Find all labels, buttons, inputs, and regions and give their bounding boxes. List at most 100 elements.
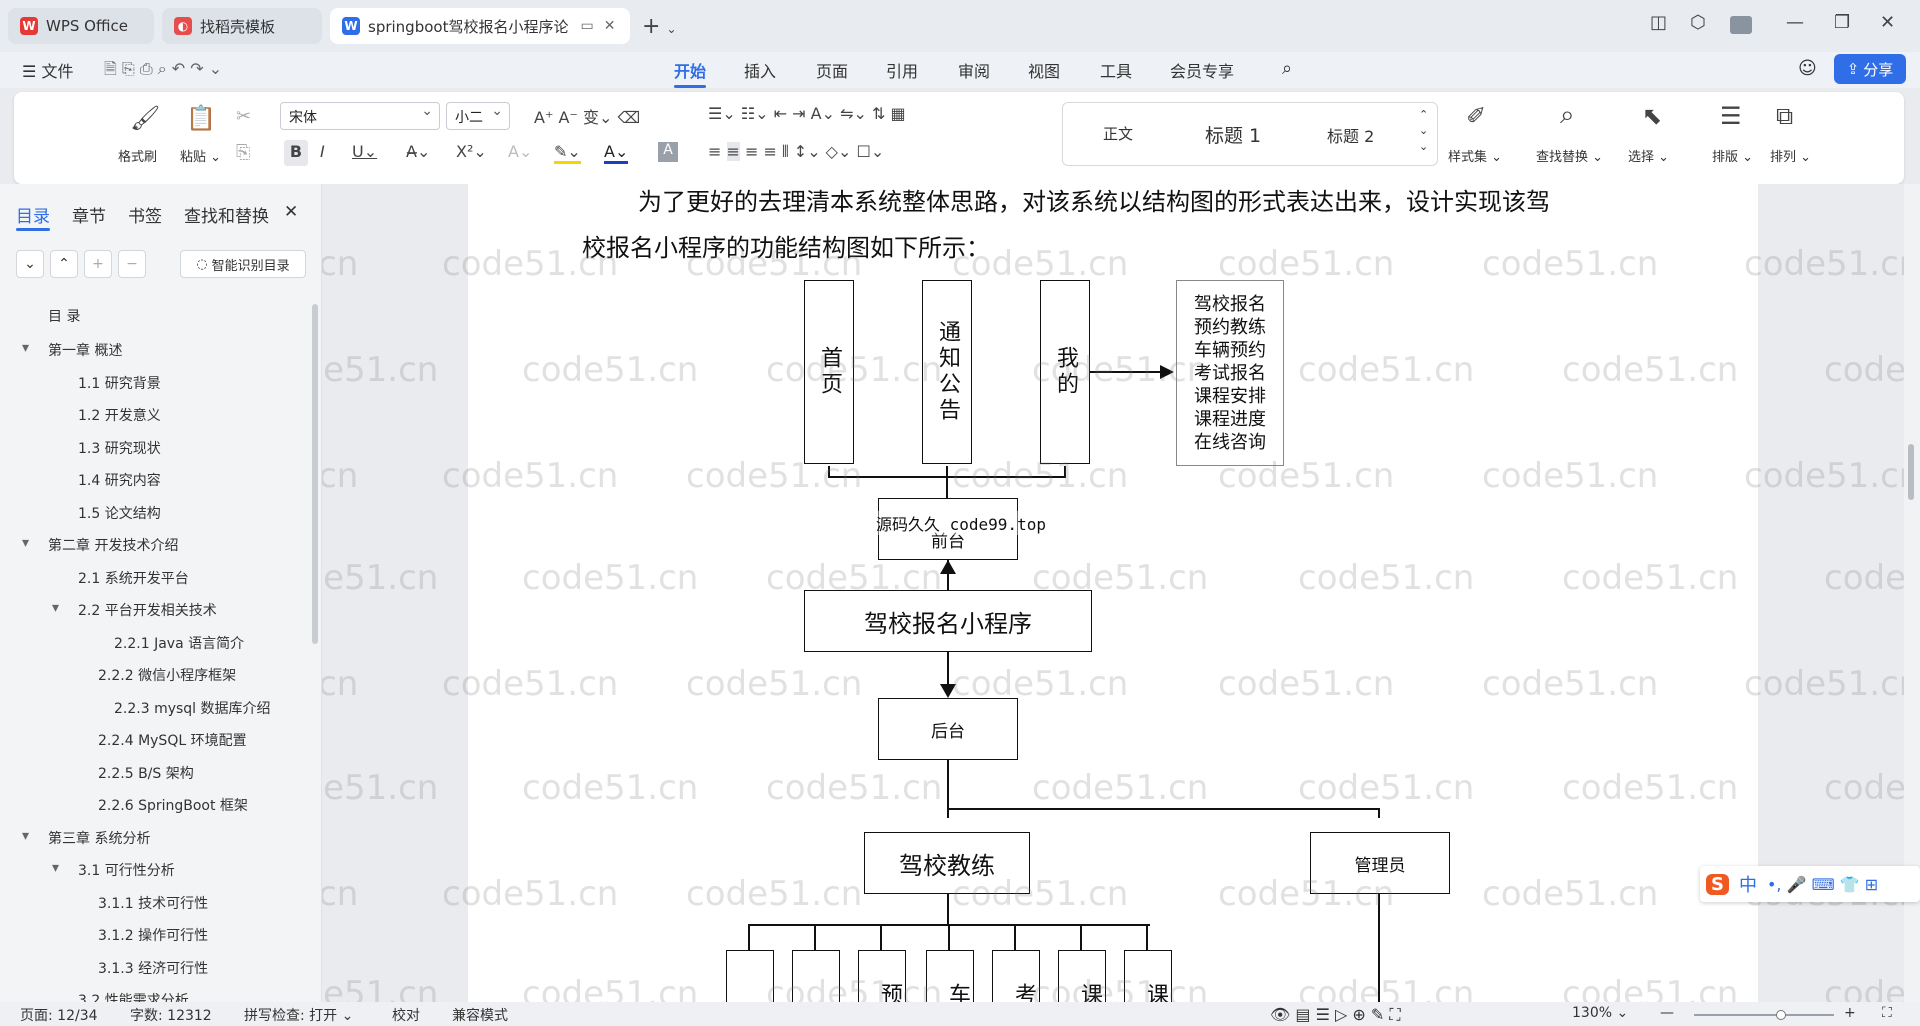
toc-item[interactable]: 2.2.1 Java 语言简介: [114, 635, 245, 652]
diagram-node-admin[interactable]: 管理员: [1310, 832, 1450, 894]
format-painter-icon[interactable]: 🖌: [130, 104, 161, 132]
strikethrough-button[interactable]: A̶⌄: [406, 142, 431, 161]
toc-item[interactable]: 1.3 研究现状: [78, 440, 161, 457]
toc-item[interactable]: 2.2.6 SpringBoot 框架: [98, 798, 248, 814]
share-button[interactable]: ⇪分享: [1834, 54, 1906, 84]
chat-icon[interactable]: ☺: [1798, 58, 1817, 79]
tab-wps-office[interactable]: W WPS Office: [8, 8, 154, 44]
highlight-button[interactable]: ✎⌄: [554, 142, 581, 164]
underline-button[interactable]: U⌄: [352, 142, 378, 161]
format-painter-label[interactable]: 格式刷: [118, 150, 158, 165]
toc-item[interactable]: 1.2 开发意义: [78, 408, 161, 424]
sidebar-toggle-icon[interactable]: ◫: [1650, 12, 1668, 33]
arrange-icon[interactable]: ⧉: [1776, 102, 1794, 130]
select-label[interactable]: 选择 ⌄: [1628, 150, 1670, 165]
ime-toolbar[interactable]: S 中 •, 🎤 ⌨ 👕 ⊞: [1700, 866, 1920, 902]
word-count[interactable]: 字数: 12312: [130, 1008, 212, 1024]
collapse-up-button[interactable]: ⌃: [50, 250, 78, 278]
select-cursor-icon[interactable]: ⬉: [1642, 102, 1663, 130]
menu-insert[interactable]: 插入: [744, 62, 777, 81]
menu-reference[interactable]: 引用: [886, 62, 919, 81]
toc-item[interactable]: 3.1 可行性分析: [78, 863, 175, 879]
toc-toggle-icon[interactable]: ▾: [52, 860, 60, 876]
cube-icon[interactable]: ⬡: [1690, 12, 1706, 33]
copy-icon[interactable]: ⎘: [236, 142, 251, 163]
zoom-slider-knob[interactable]: [1775, 1010, 1786, 1020]
tab-toc[interactable]: 目录: [16, 207, 50, 227]
layout-icon[interactable]: ☰: [1720, 102, 1742, 130]
toc-item[interactable]: 3.1.3 经济可行性: [98, 960, 209, 977]
toc-toggle-icon[interactable]: ▾: [52, 600, 60, 616]
toc-item[interactable]: 2.1 系统开发平台: [78, 570, 189, 587]
minimize-icon[interactable]: —: [1786, 12, 1804, 33]
ime-mode[interactable]: 中: [1738, 875, 1757, 896]
diagram-node-coach[interactable]: 驾校教练: [864, 832, 1030, 894]
style-normal[interactable]: 正文: [1103, 125, 1134, 143]
menu-home[interactable]: 开始: [674, 58, 707, 88]
diagram-feature-list[interactable]: 驾校报名预约教练车辆预约考试报名课程安排课程进度在线咨询: [1176, 280, 1284, 466]
toc-item[interactable]: 3.1.1 技术可行性: [98, 895, 209, 912]
diagram-node-mine[interactable]: 我的: [1040, 280, 1090, 464]
diagram-node-coach-feature[interactable]: 课: [1058, 950, 1106, 1002]
avatar[interactable]: [1730, 16, 1752, 34]
tab-bookmark[interactable]: 书签: [128, 207, 162, 227]
bold-button[interactable]: B: [284, 140, 308, 166]
remove-item-button[interactable]: −: [118, 250, 146, 278]
paragraph-tools-row1[interactable]: ☰⌄ ☷⌄ ⇤ ⇥ A⌄ ⇋⌄ ⇅ ▦: [708, 104, 906, 123]
tab-chapter[interactable]: 章节: [72, 207, 106, 227]
menu-file[interactable]: ☰ 文件: [22, 62, 74, 81]
smart-toc-button[interactable]: ◌智能识别目录: [180, 250, 306, 278]
quick-tools[interactable]: 🗎 ⎘ ⎙ ⌕ ↶ ↷ ⌄: [104, 59, 223, 78]
tab-template[interactable]: ◐ 找稻壳模板: [162, 8, 322, 44]
view-mode-icons[interactable]: 👁 ▤ ☰ ▷ ⊕ ✎ ⛶: [1270, 1005, 1401, 1024]
toc-item[interactable]: 2.2.4 MySQL 环境配置: [98, 733, 247, 749]
body-paragraph-line-1[interactable]: 为了更好的去理清本系统整体思路，对该系统以结构图的形式表达出来，设计实现该驾: [638, 188, 1550, 216]
toc-item[interactable]: 2.2.5 B/S 架构: [98, 765, 194, 782]
zoom-out-button[interactable]: —: [1660, 1005, 1674, 1021]
close-pane-icon[interactable]: ✕: [284, 202, 299, 222]
diagram-node-coach-feature[interactable]: 预: [858, 950, 906, 1002]
toc-item[interactable]: 第一章 概述: [48, 343, 123, 359]
proofread-button[interactable]: 校对: [392, 1008, 420, 1024]
toc-toggle-icon[interactable]: ▾: [22, 827, 30, 844]
diagram-node-coach-feature[interactable]: 考: [992, 950, 1040, 1002]
screen-icon[interactable]: ▭: [580, 18, 594, 34]
close-window-icon[interactable]: ✕: [1880, 12, 1896, 33]
style-scroll-icon[interactable]: ⌃⌄⌄: [1419, 108, 1429, 153]
menu-member[interactable]: 会员专享: [1170, 62, 1235, 81]
diagram-node-home[interactable]: 首页: [804, 280, 854, 464]
fullscreen-icon[interactable]: ⛶: [1882, 1005, 1892, 1021]
toc-item[interactable]: 2.2 平台开发相关技术: [78, 603, 217, 619]
toc-toggle-icon[interactable]: ▾: [22, 340, 30, 356]
toc-item[interactable]: 1.5 论文结构: [78, 505, 161, 522]
toc-item[interactable]: 第三章 系统分析: [48, 830, 151, 847]
tab-document[interactable]: W springboot驾校报名小程序论 ▭ ✕: [330, 8, 630, 44]
find-replace-label[interactable]: 查找替换 ⌄: [1536, 150, 1604, 165]
paragraph-tools-row2[interactable]: ≡ ≡ ≡ ≡ ⫴ ↕⌄ ◇⌄ ☐⌄: [708, 142, 885, 161]
toc-item[interactable]: 1.4 研究内容: [78, 473, 161, 489]
vertical-scrollbar[interactable]: [1904, 184, 1920, 1002]
new-tab-button[interactable]: +⌄: [642, 14, 677, 39]
text-effect-button[interactable]: A⌄: [508, 142, 533, 161]
paste-label[interactable]: 粘贴 ⌄: [180, 150, 222, 165]
menu-review[interactable]: 审阅: [958, 62, 991, 81]
font-grow-icon[interactable]: A⁺ A⁻ 变⌄ ⌫: [534, 108, 641, 127]
expand-down-button[interactable]: ⌄: [16, 250, 44, 278]
maximize-icon[interactable]: ❐: [1834, 12, 1851, 33]
diagram-node-root[interactable]: 驾校报名小程序: [804, 590, 1092, 652]
close-tab-icon[interactable]: ✕: [603, 18, 616, 34]
diagram-node-coach-feature[interactable]: 车: [926, 950, 974, 1002]
diagram-node-coach-feature[interactable]: 课: [1124, 950, 1172, 1002]
style-heading-2[interactable]: 标题 2: [1327, 127, 1375, 146]
diagram-node-backend[interactable]: 后台: [878, 698, 1018, 760]
toc-scrollbar[interactable]: [312, 304, 318, 644]
menu-tools[interactable]: 工具: [1100, 62, 1133, 81]
menu-page[interactable]: 页面: [816, 62, 849, 81]
toc-item[interactable]: 3.1.2 操作可行性: [98, 928, 209, 944]
search-icon[interactable]: ⌕: [1282, 58, 1293, 79]
body-paragraph-line-2[interactable]: 校报名小程序的功能结构图如下所示：: [582, 234, 990, 262]
zoom-in-button[interactable]: +: [1844, 1005, 1856, 1021]
style-heading-1[interactable]: 标题 1: [1205, 125, 1262, 147]
style-set-icon[interactable]: ✐: [1466, 102, 1487, 130]
toc-item[interactable]: 1.1 研究背景: [78, 375, 161, 392]
